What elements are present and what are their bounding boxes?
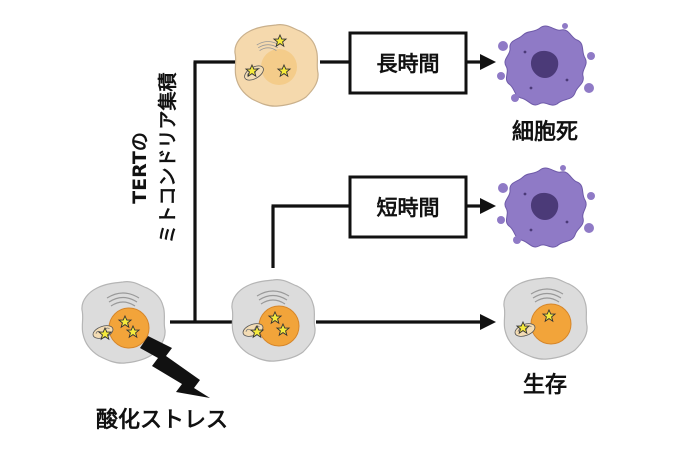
dead-cell-top — [497, 23, 595, 106]
arrowhead-short — [480, 198, 496, 214]
dead-cell-middle — [497, 165, 595, 248]
long-duration-box: 長時間 — [348, 31, 468, 95]
cell-death-label: 細胞死 — [512, 119, 578, 145]
connector-lines — [170, 60, 482, 324]
short-duration-box: 短時間 — [348, 175, 468, 239]
tert-label-line1: TERTの — [129, 132, 151, 204]
long-duration-label: 長時間 — [377, 52, 440, 76]
middle-cell — [231, 278, 316, 362]
survival-cell — [503, 276, 588, 360]
start-cell — [81, 280, 166, 364]
top-cell — [234, 23, 319, 107]
arrowhead-long — [480, 54, 496, 70]
arrowheads — [480, 54, 496, 330]
tert-label-line2: ミトコンドリア集積 — [156, 72, 179, 243]
short-duration-label: 短時間 — [377, 196, 440, 220]
arrowhead-survival — [480, 314, 496, 330]
lightning-bolt-icon — [140, 336, 210, 398]
oxidative-stress-label: 酸化ストレス — [96, 407, 228, 433]
survival-label: 生存 — [523, 372, 567, 398]
